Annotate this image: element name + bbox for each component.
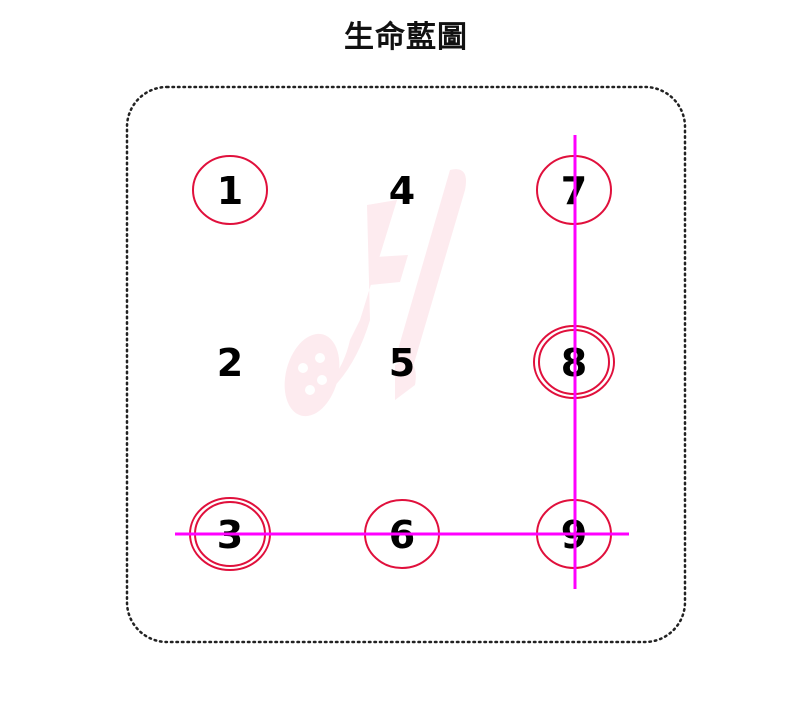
cell-number: 1	[217, 169, 243, 213]
cell-5: 5	[389, 341, 415, 385]
cell-number: 5	[389, 341, 415, 385]
circle-mark	[192, 155, 268, 225]
cell-2: 2	[217, 341, 243, 385]
cell-number: 2	[217, 341, 243, 385]
dotted-frame	[125, 85, 687, 644]
watermark-logo-icon	[284, 169, 466, 417]
chart-title: 生命藍圖	[344, 20, 468, 55]
cell-number: 4	[389, 169, 415, 213]
cell-1: 1	[192, 155, 268, 225]
cell-4: 4	[389, 169, 415, 213]
